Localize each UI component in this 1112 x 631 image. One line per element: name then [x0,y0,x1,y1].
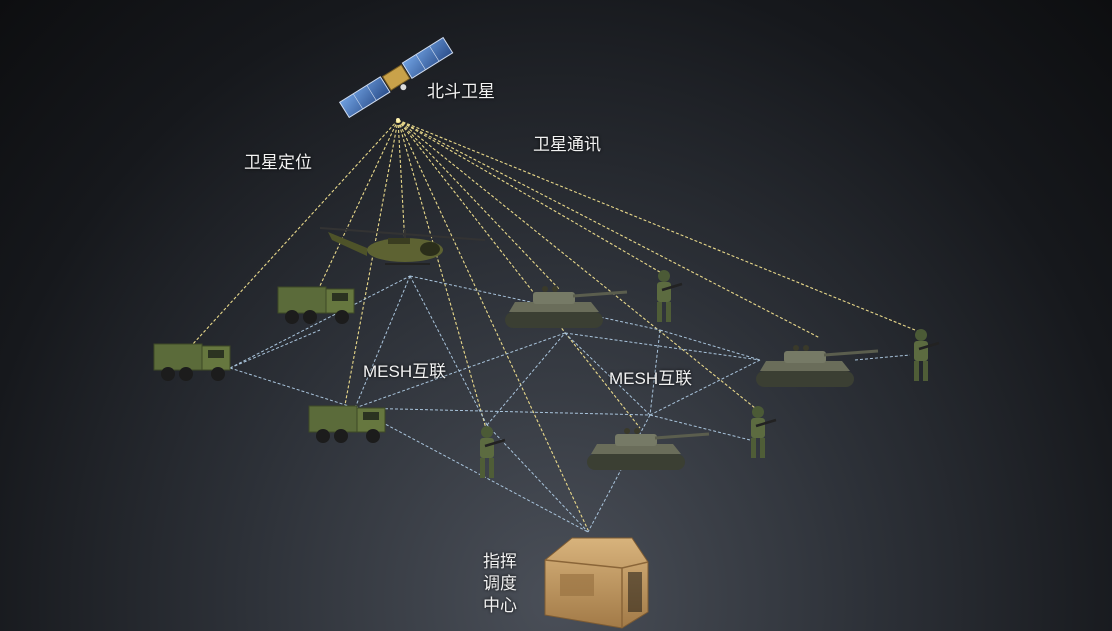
mesh-link [649,329,661,416]
command-label-line-3: 中心 [483,596,517,616]
sat-link-helicopter [397,119,406,246]
sat-link-tank-2 [397,119,641,429]
sat-link-soldier-4 [397,119,921,333]
sat-link-soldier-2 [397,119,666,276]
tank-icon [756,345,879,387]
positioning-label: 卫星定位 [244,153,312,173]
military-truck-icon [277,286,355,324]
mesh-link [659,329,761,361]
mesh-link [649,359,761,416]
satellite-links [191,119,921,531]
mesh-link [854,354,911,361]
mesh-link [354,275,411,409]
mesh-link [354,332,566,409]
satellite-beam-origin [396,118,400,122]
tank-icon [505,286,628,328]
mesh-links [229,275,911,533]
mesh-link [409,275,488,426]
mesh-link [229,275,411,369]
sat-link-soldier-3 [397,119,756,409]
sat-link-tank-1 [397,119,561,291]
soldier-icon [480,426,506,478]
communication-label: 卫星通讯 [533,135,601,155]
sat-link-soldier-1 [397,119,488,433]
command-label-line-1: 指挥 [483,552,517,572]
mesh-label-right: MESH互联 [609,369,693,388]
sat-link-command [397,119,589,531]
command-label-line-2: 调度 [483,574,517,594]
command-tent-icon [544,537,649,629]
mesh-link [564,332,761,361]
mesh-link [354,407,651,416]
military-truck-icon [153,343,231,381]
sat-link-truck-3 [344,119,399,406]
mesh-link [486,332,566,426]
soldier-icon [914,329,940,381]
tank-icon [587,428,710,470]
mesh-link [354,407,589,533]
mesh-label-left: MESH互联 [363,362,447,381]
satellite-icon [338,36,454,119]
military-truck-icon [308,405,386,443]
soldier-icon [751,406,777,458]
sat-link-tank-3 [397,119,821,339]
sat-link-truck-2 [317,119,399,291]
soldier-icon [657,270,683,322]
sat-link-truck-1 [191,119,399,346]
mesh-link [229,329,321,369]
command-center-label: 指挥 调度 中心 [483,551,517,617]
helicopter-icon [319,227,486,265]
mesh-link [229,367,356,409]
mesh-link [486,424,589,533]
mesh-link [649,414,751,441]
mesh-link [587,414,651,533]
satellite-label: 北斗卫星 [427,82,495,102]
